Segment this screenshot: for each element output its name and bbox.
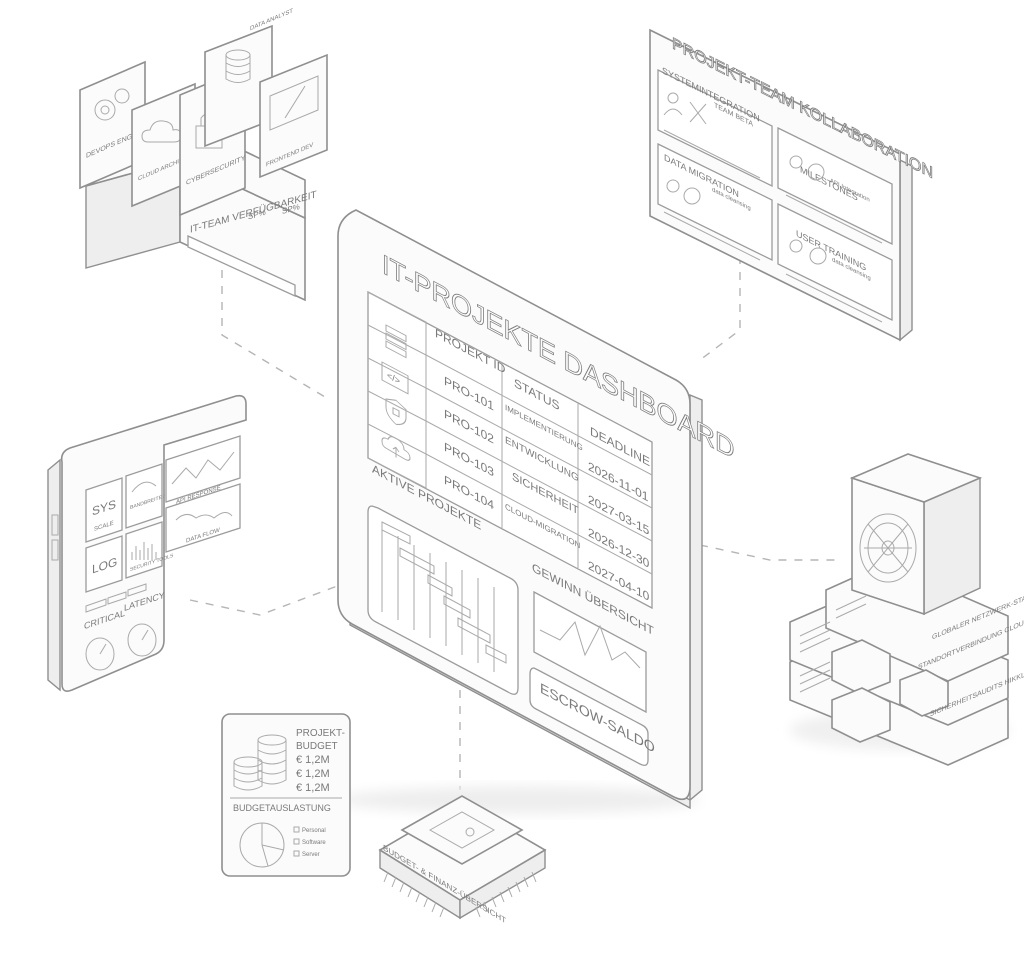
- profit-line-chart: [539, 620, 641, 669]
- budget-amount: € 1,2M: [296, 768, 330, 780]
- fan-icon: [859, 513, 917, 583]
- user-icon: [666, 179, 701, 205]
- tile-sys: SYS SCALE: [85, 477, 123, 543]
- server-icon: [385, 324, 407, 359]
- shield-icon: [385, 398, 407, 426]
- tile-bandwidth: BANDBREITE / UP TIME: [125, 463, 187, 529]
- main-dashboard: IT-PROJEKTE DASHBOARD </>: [337, 209, 735, 814]
- team-availability-panel: IT-TEAM VERFÜGBARKEIT SP% SP% DEVOPS ENG…: [79, 7, 328, 302]
- gantt-chart: [381, 521, 507, 672]
- connector-lines: [189, 240, 835, 790]
- collab-section-data-migration: DATA MIGRATION data cleansing: [657, 142, 773, 262]
- gauge-critical: [85, 637, 115, 671]
- budget-amount: € 1,2M: [296, 754, 330, 766]
- budget-card: PROJEKT- BUDGET € 1,2M € 1,2M € 1,2M BUD…: [221, 713, 351, 877]
- tools-icon: [689, 101, 707, 125]
- collab-section-milestones: MILESTONES API Integration: [777, 126, 893, 246]
- coin-stack-icon: [233, 734, 287, 791]
- legend-software: Software: [302, 840, 326, 846]
- database-icon: [225, 49, 251, 83]
- chip-pins: [383, 871, 537, 918]
- pie-chart-icon: [239, 822, 285, 868]
- monitoring-device: SYS SCALE BANDBREITE / UP TIME API RESPO…: [47, 394, 247, 692]
- cloud-icon: [381, 436, 411, 461]
- user-icon: [663, 92, 683, 116]
- budget-title-2: BUDGET: [296, 741, 338, 752]
- budget-utilization-title: BUDGETAUSLASTUNG: [233, 803, 331, 813]
- gear-icon: [94, 88, 130, 121]
- server-stack: GLOBALER NETZWERK-STATUS STANDORTVERBIND…: [789, 453, 1024, 766]
- budget-title-1: PROJEKT-: [296, 728, 345, 739]
- budget-amount: € 1,2M: [296, 782, 330, 794]
- user-icon: [789, 239, 827, 265]
- tile-log: LOG: [85, 535, 123, 593]
- indicator-bars: [85, 583, 147, 613]
- gauge-latency: [127, 623, 157, 657]
- legend-personal: Personal: [302, 828, 326, 834]
- legend-server: Server: [302, 852, 320, 858]
- collaboration-panel: PROJEKT-TEAM KOLLABORATION SYSTEMINTEGRA…: [649, 28, 933, 342]
- connector-blocks: [831, 639, 949, 743]
- budget-chip: BUDGET- & FINANZ-ÜBERSICHT: [378, 795, 547, 926]
- table-icon-column: </>: [367, 291, 427, 489]
- wallet-icon: [428, 811, 496, 849]
- user-icon: [789, 155, 825, 181]
